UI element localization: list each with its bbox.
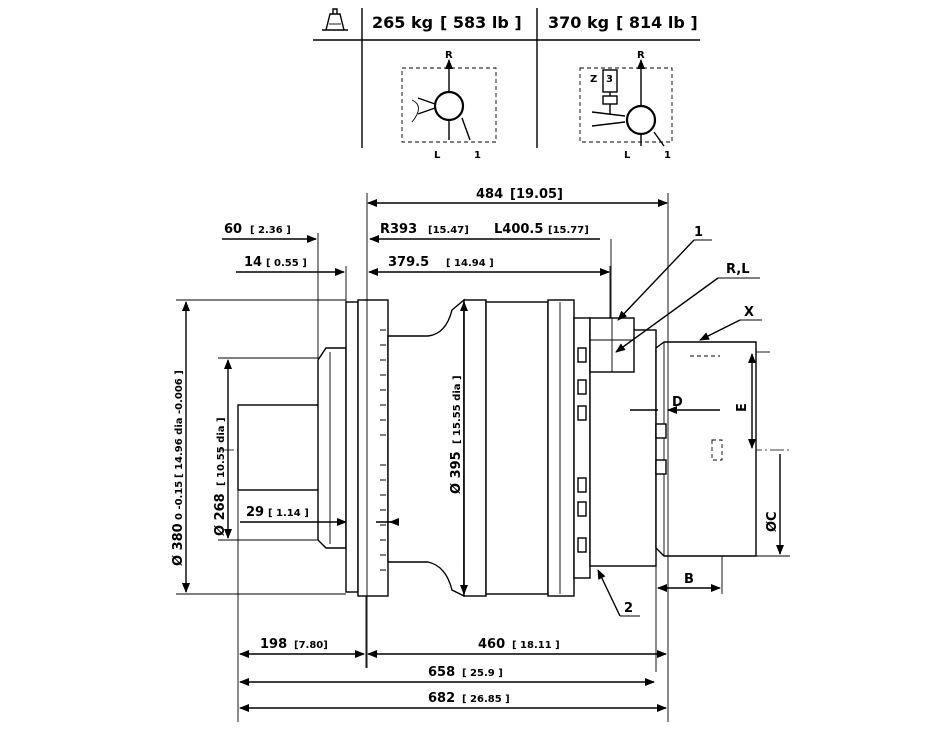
weight-1-imperial: [ 583 lb ] <box>440 13 522 32</box>
schematic-1-one: 1 <box>474 150 481 161</box>
callout-c: ØC <box>765 511 780 532</box>
dim-14: 14 <box>244 255 262 270</box>
callout-d: D <box>672 395 683 410</box>
callout-1: 1 <box>694 225 703 240</box>
dim-379: 379.5 <box>388 255 429 270</box>
dim-682-imperial: [ 26.85 ] <box>462 694 510 705</box>
callout-2: 2 <box>624 601 633 616</box>
dim-60: 60 <box>224 222 242 237</box>
dim-380-imperial: [ 14.96 dia -0.006 ] <box>174 370 185 478</box>
dim-484: 484 <box>476 187 503 202</box>
callout-x: X <box>744 305 754 320</box>
dim-460-imperial: [ 18.11 ] <box>512 640 560 651</box>
schematic-2-one: 1 <box>664 150 671 161</box>
schematic-1-r: R <box>445 50 453 61</box>
weight-table: 265 kg [ 583 lb ] 370 kg [ 814 lb ] R L … <box>313 8 700 161</box>
dim-395-imperial: [ 15.55 dia ] <box>452 375 463 444</box>
callout-rl: R,L <box>726 262 749 277</box>
dim-r393: R393 <box>380 222 417 237</box>
schematic-2-three: 3 <box>606 74 613 85</box>
flange-ticks <box>380 329 386 571</box>
dimensions: 484 [19.05] 60 [ 2.36 ] R393 [15.47] L40… <box>171 187 669 722</box>
dim-l400: L400.5 <box>494 222 543 237</box>
dim-268: Ø 268 <box>213 493 228 536</box>
dim-380-tol: 0 -0.15 <box>174 481 185 520</box>
dim-l400-imperial: [15.77] <box>548 225 589 236</box>
dim-14-imperial: [ 0.55 ] <box>266 258 307 269</box>
motor-outline <box>220 298 790 598</box>
dim-395: Ø 395 <box>449 451 464 494</box>
schematic-1-l: L <box>434 150 441 161</box>
dim-380: Ø 380 <box>171 523 186 566</box>
dim-60-imperial: [ 2.36 ] <box>250 225 291 236</box>
dim-658: 658 <box>428 665 455 680</box>
dim-682: 682 <box>428 691 455 706</box>
dim-268-imperial: [ 10.55 dia ] <box>216 417 227 486</box>
callouts: 1 R,L X D E ØC B 2 <box>597 225 790 617</box>
dim-r393-imperial: [15.47] <box>428 225 469 236</box>
dim-379-imperial: [ 14.94 ] <box>446 258 494 269</box>
dim-29: 29 <box>246 505 264 520</box>
dim-198: 198 <box>260 637 287 652</box>
schematic-2-z: Z <box>590 74 597 85</box>
dim-484-imperial: [19.05] <box>510 187 563 202</box>
rear-bolts <box>577 347 587 553</box>
dim-29-imperial: [ 1.14 ] <box>268 508 309 519</box>
callout-e: E <box>735 403 750 412</box>
dim-460: 460 <box>478 637 505 652</box>
weight-1-label: 265 kg <box>372 13 433 32</box>
hydraulic-schematic-1: R L 1 <box>401 50 497 161</box>
schematic-2-r: R <box>637 50 645 61</box>
weight-2-imperial: [ 814 lb ] <box>616 13 698 32</box>
callout-b: B <box>684 572 694 587</box>
schematic-2-l: L <box>624 150 631 161</box>
dim-198-imperial: [7.80] <box>294 640 328 651</box>
weight-icon <box>322 8 348 31</box>
hydraulic-schematic-2: Z 3 R L 1 <box>579 50 673 161</box>
dim-658-imperial: [ 25.9 ] <box>462 668 503 679</box>
weight-2-label: 370 kg <box>548 13 609 32</box>
